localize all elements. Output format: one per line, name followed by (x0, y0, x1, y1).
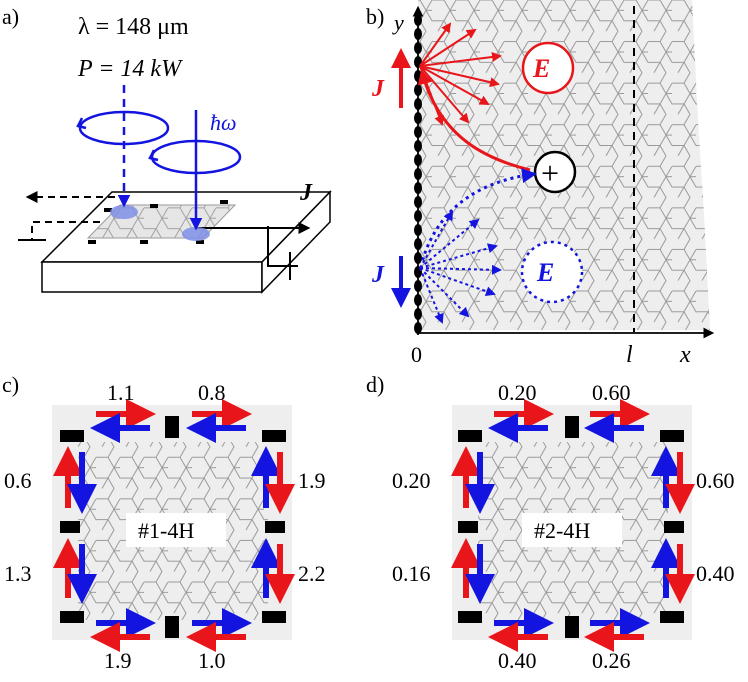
value-right-lower: 2.2 (298, 561, 326, 586)
value-top-left: 1.1 (107, 380, 135, 405)
value-top-right: 0.8 (198, 380, 226, 405)
panel-b-label: b) (366, 4, 384, 29)
panel-c-label: c) (2, 372, 19, 397)
contact (140, 240, 148, 244)
value-top-right: 0.60 (592, 380, 631, 405)
panel-a: a) λ = 148 μm P = 14 kW J (2, 4, 332, 294)
x-axis-label: x (679, 342, 691, 368)
edge-l-label: l (626, 342, 633, 368)
panel-c: c) #1-4H 1.1 0.8 0.6 1.3 (2, 372, 326, 673)
contact (104, 208, 112, 212)
value-bottom-right: 0.26 (592, 648, 631, 673)
y-axis-label: y (392, 10, 404, 35)
laser-spot-left (110, 205, 138, 219)
field-E-blue-circle (520, 240, 584, 304)
field-E-red-circle (521, 41, 575, 95)
value-bottom-left: 1.9 (104, 648, 132, 673)
wire-right (267, 226, 290, 267)
value-left-lower: 1.3 (4, 561, 32, 586)
wavelength-label: λ = 148 μm (78, 14, 189, 40)
panel-d-label: d) (366, 372, 384, 397)
edge-atoms (414, 14, 422, 334)
value-left-upper: 0.20 (392, 468, 431, 493)
value-bottom-right: 1.0 (198, 648, 226, 673)
contacts-c (60, 416, 286, 638)
value-left-upper: 0.6 (4, 468, 32, 493)
current-down-label: J (371, 262, 385, 288)
contacts-d (458, 416, 684, 638)
panel-d: d) #2-4H 0.20 0.60 0.20 0.16 0.60 0.40 0… (366, 372, 735, 673)
sample-d-name: #2-4H (534, 518, 590, 543)
field-E-blue-label: E (536, 258, 554, 287)
laser-spot-right (182, 227, 210, 241)
contact (88, 240, 96, 244)
positive-charge-label: + (541, 155, 559, 191)
current-up-label: J (371, 76, 385, 102)
panel-a-label: a) (2, 4, 19, 29)
panel-b: b) y x 0 l J (366, 0, 715, 368)
value-right-upper: 0.60 (696, 468, 735, 493)
contact (220, 200, 228, 204)
value-right-lower: 0.40 (696, 561, 735, 586)
sample-c-label-box (126, 513, 226, 547)
sample-d-label-box (522, 513, 622, 547)
value-right-upper: 1.9 (298, 468, 326, 493)
current-label-J: J (299, 180, 313, 206)
value-top-left: 0.20 (498, 380, 537, 405)
power-label: P = 14 kW (77, 56, 183, 82)
blue-velocity-fan (419, 210, 502, 324)
blue-trajectory (420, 168, 537, 263)
contact (150, 204, 158, 208)
photon-energy-label: ħω (210, 110, 237, 135)
polarization-circle-left (78, 110, 170, 146)
value-left-lower: 0.16 (392, 561, 431, 586)
field-E-red-label: E (532, 54, 550, 83)
sample-c-name: #1-4H (138, 518, 194, 543)
origin-label: 0 (411, 342, 422, 367)
ground-right (283, 252, 298, 280)
contact (196, 240, 204, 244)
value-bottom-left: 0.40 (498, 648, 537, 673)
polarization-circle-right (150, 139, 242, 175)
red-trajectory (417, 69, 531, 172)
